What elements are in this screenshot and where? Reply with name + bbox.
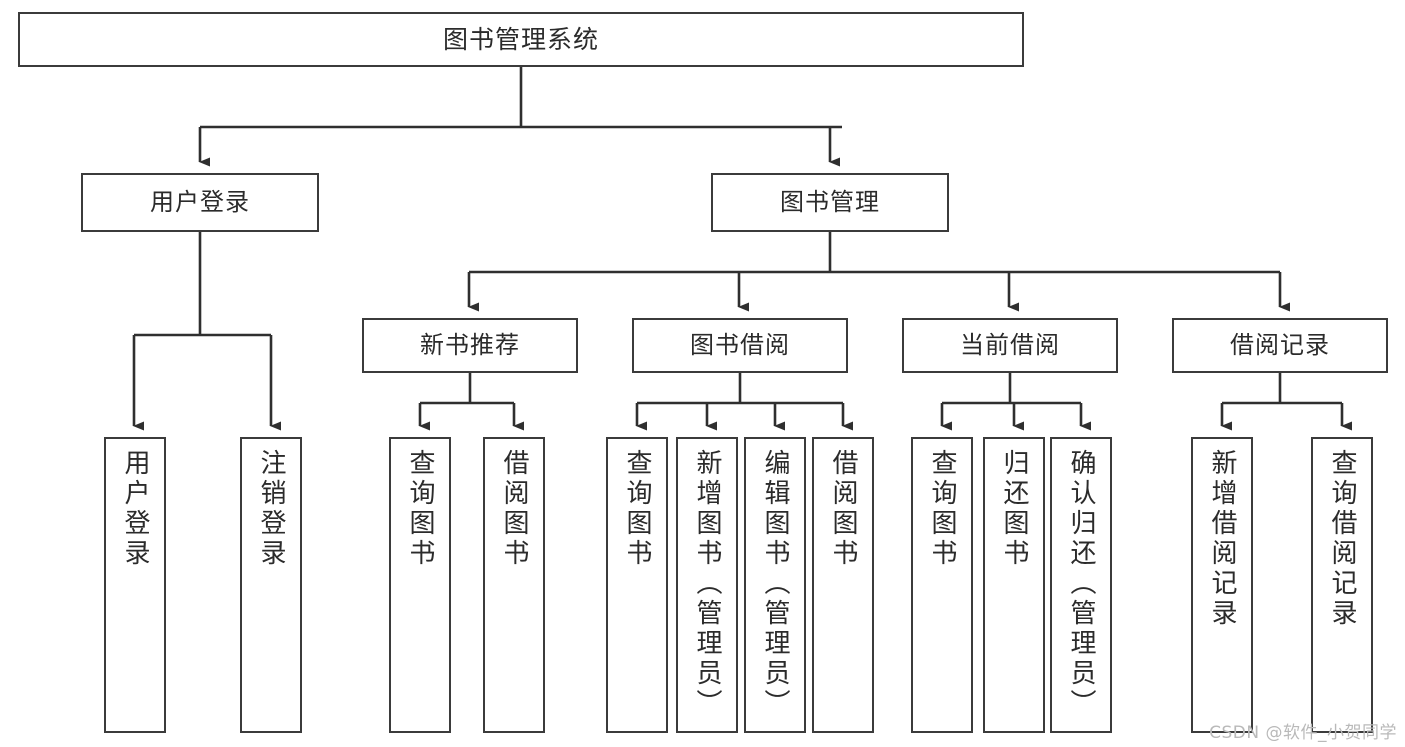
csdn-watermark: CSDN @软件_小贺同学 (1209, 723, 1397, 743)
node-book-management[interactable]: 图书管理 (711, 173, 949, 232)
node-book-borrowing-label: 图书借阅 (690, 331, 790, 360)
leaf-borrow-book-1[interactable]: 借阅图书 (483, 437, 545, 733)
leaf-query-book-2-label: 查询图书 (622, 449, 652, 569)
node-borrowing-record-label: 借阅记录 (1230, 331, 1330, 360)
leaf-add-borrow-record-label: 新增借阅记录 (1207, 449, 1237, 629)
leaf-return-book[interactable]: 归还图书 (983, 437, 1045, 733)
leaf-query-book-1[interactable]: 查询图书 (389, 437, 451, 733)
node-user-login[interactable]: 用户登录 (81, 173, 319, 232)
leaf-query-borrow-record[interactable]: 查询借阅记录 (1311, 437, 1373, 733)
leaf-query-book-2[interactable]: 查询图书 (606, 437, 668, 733)
leaf-return-book-label: 归还图书 (999, 449, 1029, 569)
node-borrowing-record[interactable]: 借阅记录 (1172, 318, 1388, 373)
leaf-logout[interactable]: 注销登录 (240, 437, 302, 733)
leaf-add-borrow-record[interactable]: 新增借阅记录 (1191, 437, 1253, 733)
node-root-label: 图书管理系统 (442, 24, 599, 54)
node-root-book-management-system[interactable]: 图书管理系统 (18, 12, 1024, 67)
leaf-query-book-3-label: 查询图书 (927, 449, 957, 569)
leaf-user-login[interactable]: 用户登录 (104, 437, 166, 733)
leaf-add-book-admin[interactable]: 新增图书（管理员） (676, 437, 738, 733)
node-book-borrowing[interactable]: 图书借阅 (632, 318, 848, 373)
leaf-confirm-return-admin[interactable]: 确认归还（管理员） (1050, 437, 1112, 733)
node-new-book-recommendation[interactable]: 新书推荐 (362, 318, 578, 373)
node-user-login-label: 用户登录 (150, 188, 250, 217)
leaf-query-book-3[interactable]: 查询图书 (911, 437, 973, 733)
leaf-borrow-book-2-label: 借阅图书 (828, 449, 858, 569)
leaf-add-book-admin-label: 新增图书（管理员） (692, 449, 722, 719)
node-current-borrowing-label: 当前借阅 (960, 331, 1060, 360)
leaf-borrow-book-2[interactable]: 借阅图书 (812, 437, 874, 733)
leaf-edit-book-admin-label: 编辑图书（管理员） (760, 449, 790, 719)
node-book-management-label: 图书管理 (780, 188, 880, 217)
node-current-borrowing[interactable]: 当前借阅 (902, 318, 1118, 373)
leaf-confirm-return-admin-label: 确认归还（管理员） (1066, 449, 1096, 719)
leaf-edit-book-admin[interactable]: 编辑图书（管理员） (744, 437, 806, 733)
leaf-user-login-label: 用户登录 (120, 449, 150, 569)
node-new-book-recommendation-label: 新书推荐 (420, 331, 520, 360)
leaf-logout-label: 注销登录 (256, 449, 286, 569)
leaf-query-book-1-label: 查询图书 (405, 449, 435, 569)
leaf-borrow-book-1-label: 借阅图书 (499, 449, 529, 569)
leaf-query-borrow-record-label: 查询借阅记录 (1327, 449, 1357, 629)
